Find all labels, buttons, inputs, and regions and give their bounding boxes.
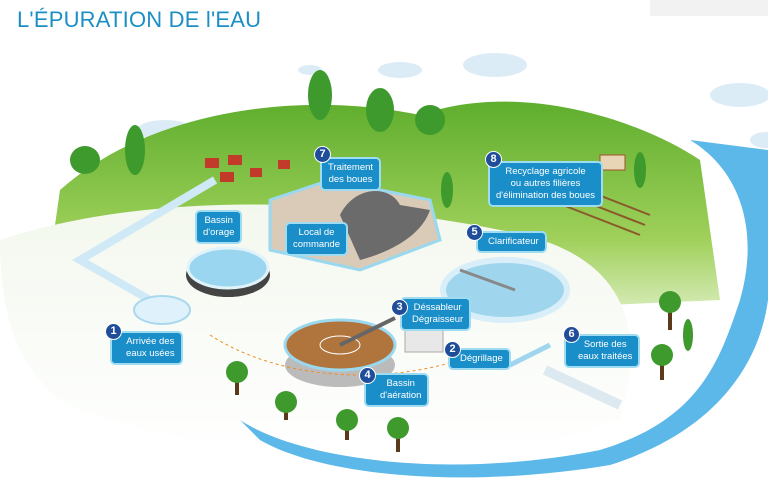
- label-line: d'aération: [380, 390, 422, 401]
- village-houses: [205, 155, 290, 182]
- step-8-badge: 8: [485, 151, 502, 168]
- flow-path: [209, 334, 461, 376]
- label-line: commande: [293, 239, 340, 250]
- label-line: Bassin: [204, 215, 233, 226]
- label-line: Dégrillage: [460, 353, 503, 364]
- label-line: d'orage: [203, 227, 235, 238]
- label-line: ou autres filières: [510, 178, 581, 189]
- inlet-pipe: [72, 176, 218, 304]
- label-line: eaux traitées: [578, 351, 633, 362]
- label-line: d'élimination des boues: [496, 190, 595, 201]
- label-line: Clarificateur: [488, 236, 539, 247]
- step-5-label: Clarificateur: [478, 233, 545, 251]
- page-title: L'ÉPURATION DE l'EAU: [17, 7, 262, 32]
- step-5-badge: 5: [466, 224, 483, 241]
- step-3-badge: 3: [391, 299, 408, 316]
- step-7-badge: 7: [314, 146, 331, 163]
- label-line: Arrivée des: [126, 336, 175, 347]
- label-line: Bassin: [386, 378, 415, 389]
- inlet-chamber: [133, 295, 191, 325]
- label-line: Sortie des: [583, 339, 627, 350]
- river: [240, 140, 768, 478]
- label-line: Dégraisseur: [412, 314, 464, 325]
- step-6-badge: 6: [563, 326, 580, 343]
- label-line: des boues: [328, 174, 373, 185]
- step-1-badge: 1: [105, 323, 122, 340]
- label-line: Déssableur: [413, 302, 462, 313]
- label-line: eaux usées: [126, 348, 175, 359]
- label-line: Traitement: [328, 162, 374, 173]
- step-4-badge: 4: [359, 367, 376, 384]
- label-line: Local de: [298, 227, 335, 238]
- top-right-bar: [650, 0, 768, 16]
- step-2-badge: 2: [444, 341, 461, 358]
- screening-unit: [404, 329, 444, 353]
- trees: [70, 70, 693, 452]
- step-2-label: Dégrillage: [450, 350, 509, 368]
- building-roofs: [340, 191, 430, 260]
- label-line: Recyclage agricole: [505, 166, 586, 177]
- outlet-pipe: [542, 365, 623, 410]
- farm-house: [599, 154, 626, 171]
